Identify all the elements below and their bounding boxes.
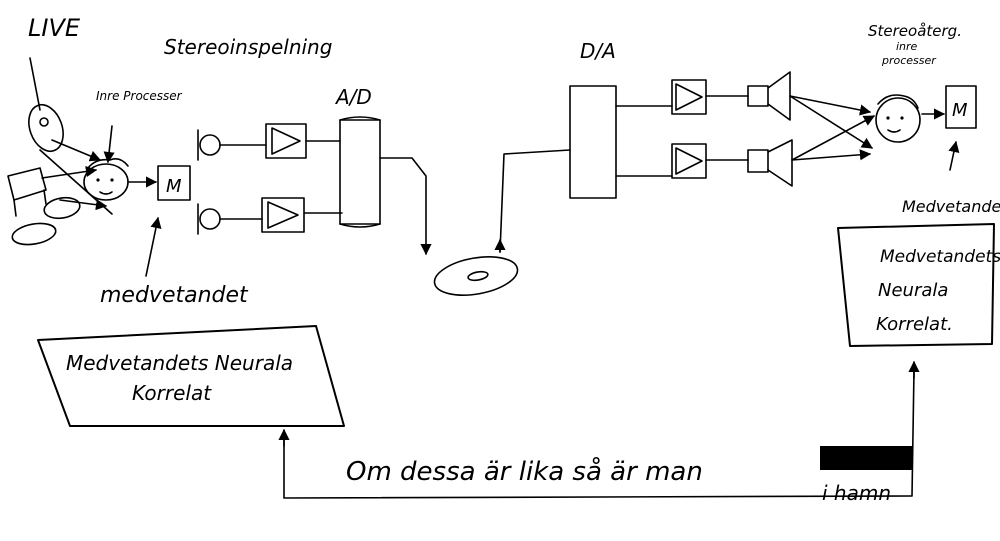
da-converter-box [569,85,617,199]
ncc-right-line3: Korrelat. [876,314,953,335]
inner-processes-left-label: Inre Processer [96,89,183,103]
amplifier-icon [671,143,707,179]
stereo-playback-label: Stereoåterg. [868,22,962,40]
microphone-icon [197,129,221,161]
speaker-icon [747,139,793,187]
scribbled-out-word [820,446,912,470]
stereo-recording: Stereoinspelning A/D [164,35,432,256]
ncc-left-line1: Medvetandets Neurala [66,351,293,375]
conclusion-main: Om dessa är lika så är man [346,456,703,487]
m-label-left: M [166,176,182,197]
piano-icon [7,167,47,217]
listener-head-left [83,158,129,201]
conclusion-tail: i hamn [822,481,891,505]
inner-processes-right-label-1: inre [896,40,918,53]
inner-processes-right-label-2: processer [881,54,937,67]
ad-label: A/D [334,85,372,109]
stereo-recording-label: Stereoinspelning [164,35,332,59]
consciousness-label-right: Medvetandet [902,197,1000,216]
inner-processes-left-text: Inre Processer [96,89,183,103]
da-label: D/A [580,39,616,63]
ncc-right-line2: Neurala [878,280,948,301]
listener-head-right [875,94,921,143]
ncc-left-line2: Korrelat [132,381,212,405]
ncc-box-left: Medvetandets Neurala Korrelat [37,325,345,427]
amplifier-icon [671,79,707,115]
m-label-right: M [952,100,968,121]
cd-disc-icon [433,256,519,296]
amplifier-icon [265,123,307,159]
speaker-icon [747,71,791,121]
ad-converter-box [339,119,381,225]
microphone-icon [197,203,221,235]
guitar-icon [28,57,64,153]
comparison-loop: Om dessa är lika så är man i hamn [278,360,920,505]
live-scene: LIVE Inre [7,14,249,308]
ncc-box-right: Medvetandets Neurala Korrelat. [837,223,1000,347]
m-box-left [157,165,191,201]
live-label: LIVE [28,14,81,42]
ncc-right-line1: Medvetandets [880,247,1000,267]
amplifier-icon [261,197,305,233]
instrument-icon [11,196,81,246]
stereo-playback: D/A Stereoåterg. inre proces [569,22,1000,216]
m-box-right [945,85,977,129]
consciousness-label-left: medvetandet [100,283,249,308]
